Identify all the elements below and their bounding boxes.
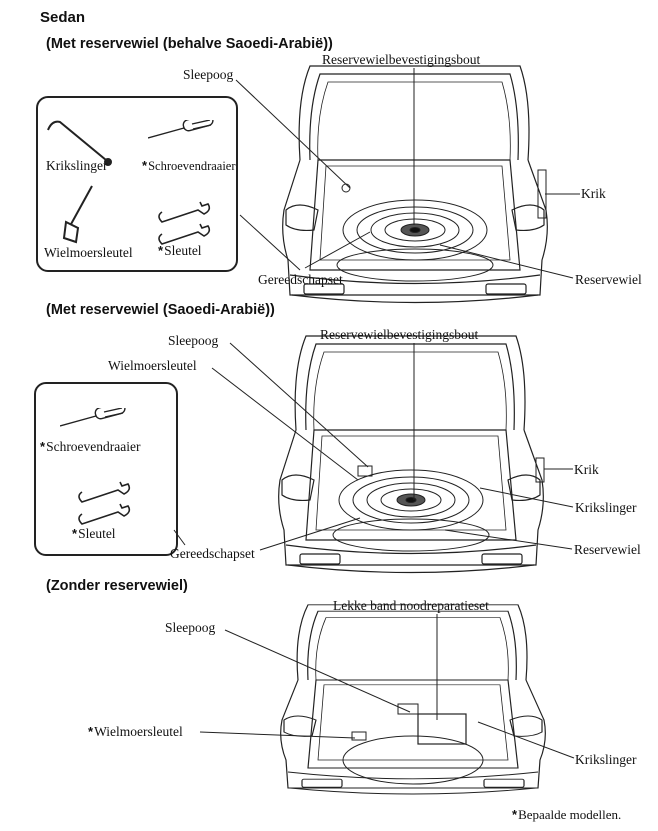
s3-label-wielmoersleutel: *Wielmoersleutel	[88, 724, 183, 739]
s1-leader-sleepoog	[235, 79, 351, 189]
s2-label-gereedschapset: Gereedschapset	[170, 546, 255, 561]
s1-leader-gereedschapset	[239, 214, 301, 271]
s1-label-sleepoog: Sleepoog	[183, 67, 234, 82]
page-title: Sedan	[40, 9, 86, 26]
tool-schroevendraaier-label: *Schroevendraaier	[142, 158, 236, 173]
s2-label-sleepoog: Sleepoog	[168, 333, 219, 348]
s3-leader-sleepoog	[224, 629, 411, 713]
s3-label-noodreparatieset: Lekke band noodreparatieset	[333, 598, 489, 613]
s1-label-krik: Krik	[581, 186, 606, 201]
section2-toolkit-box: *Schroevendraaier *Sleutel	[34, 382, 178, 556]
s2-label-bout: Reservewielbevestigingsbout	[320, 327, 479, 342]
s2-leader-krikslinger	[479, 487, 574, 508]
s2-label-reservewiel: Reservewiel	[574, 542, 641, 557]
section3-heading: (Zonder reservewiel)	[46, 578, 188, 594]
s1-label-bout: Reservewielbevestigingsbout	[322, 52, 481, 67]
s1-leader-reservewiel	[439, 244, 574, 279]
s2-leader-sleepoog	[229, 342, 369, 468]
s3-leader-krikslinger	[477, 721, 575, 759]
tool-schroevendraaier-label: *Schroevendraaier	[40, 439, 141, 454]
s2-leader-reservewiel	[444, 529, 573, 550]
s2-label-krikslinger: Krikslinger	[575, 500, 637, 515]
s2-label-wielmoersleutel: Wielmoersleutel	[108, 358, 197, 373]
s2-leader-wielmoersleutel	[211, 367, 359, 481]
tool-sleutel-label: *Sleutel	[72, 526, 116, 541]
s2-leader-gereedschapset-2	[173, 529, 186, 546]
s2-label-krik: Krik	[574, 462, 599, 477]
s1-label-gereedschapset: Gereedschapset	[258, 272, 343, 287]
s1-label-reservewiel: Reservewiel	[575, 272, 642, 287]
tool-krikslinger-label: Krikslinger	[46, 158, 108, 173]
section1-heading: (Met reservewiel (behalve Saoedi-Arabië)…	[46, 36, 333, 52]
footnote: *Bepaalde modellen.	[512, 807, 622, 822]
s2-leader-gereedschapset	[259, 517, 361, 551]
tool-sleutel-label: *Sleutel	[158, 243, 202, 258]
section1-toolkit-box: Krikslinger *Schroevendraaier Wielmoersl…	[36, 96, 238, 272]
s1-leader-gereedschapset-2	[304, 231, 371, 269]
car-diagram-3	[280, 604, 546, 795]
car-diagram-2	[278, 335, 545, 574]
s3-label-krikslinger: Krikslinger	[575, 752, 637, 767]
s3-label-sleepoog: Sleepoog	[165, 620, 216, 635]
section2-heading: (Met reservewiel (Saoedi-Arabië))	[46, 302, 275, 318]
tool-wielmoersleutel-label: Wielmoersleutel	[44, 245, 133, 260]
s3-leader-wielmoersleutel	[199, 731, 356, 739]
